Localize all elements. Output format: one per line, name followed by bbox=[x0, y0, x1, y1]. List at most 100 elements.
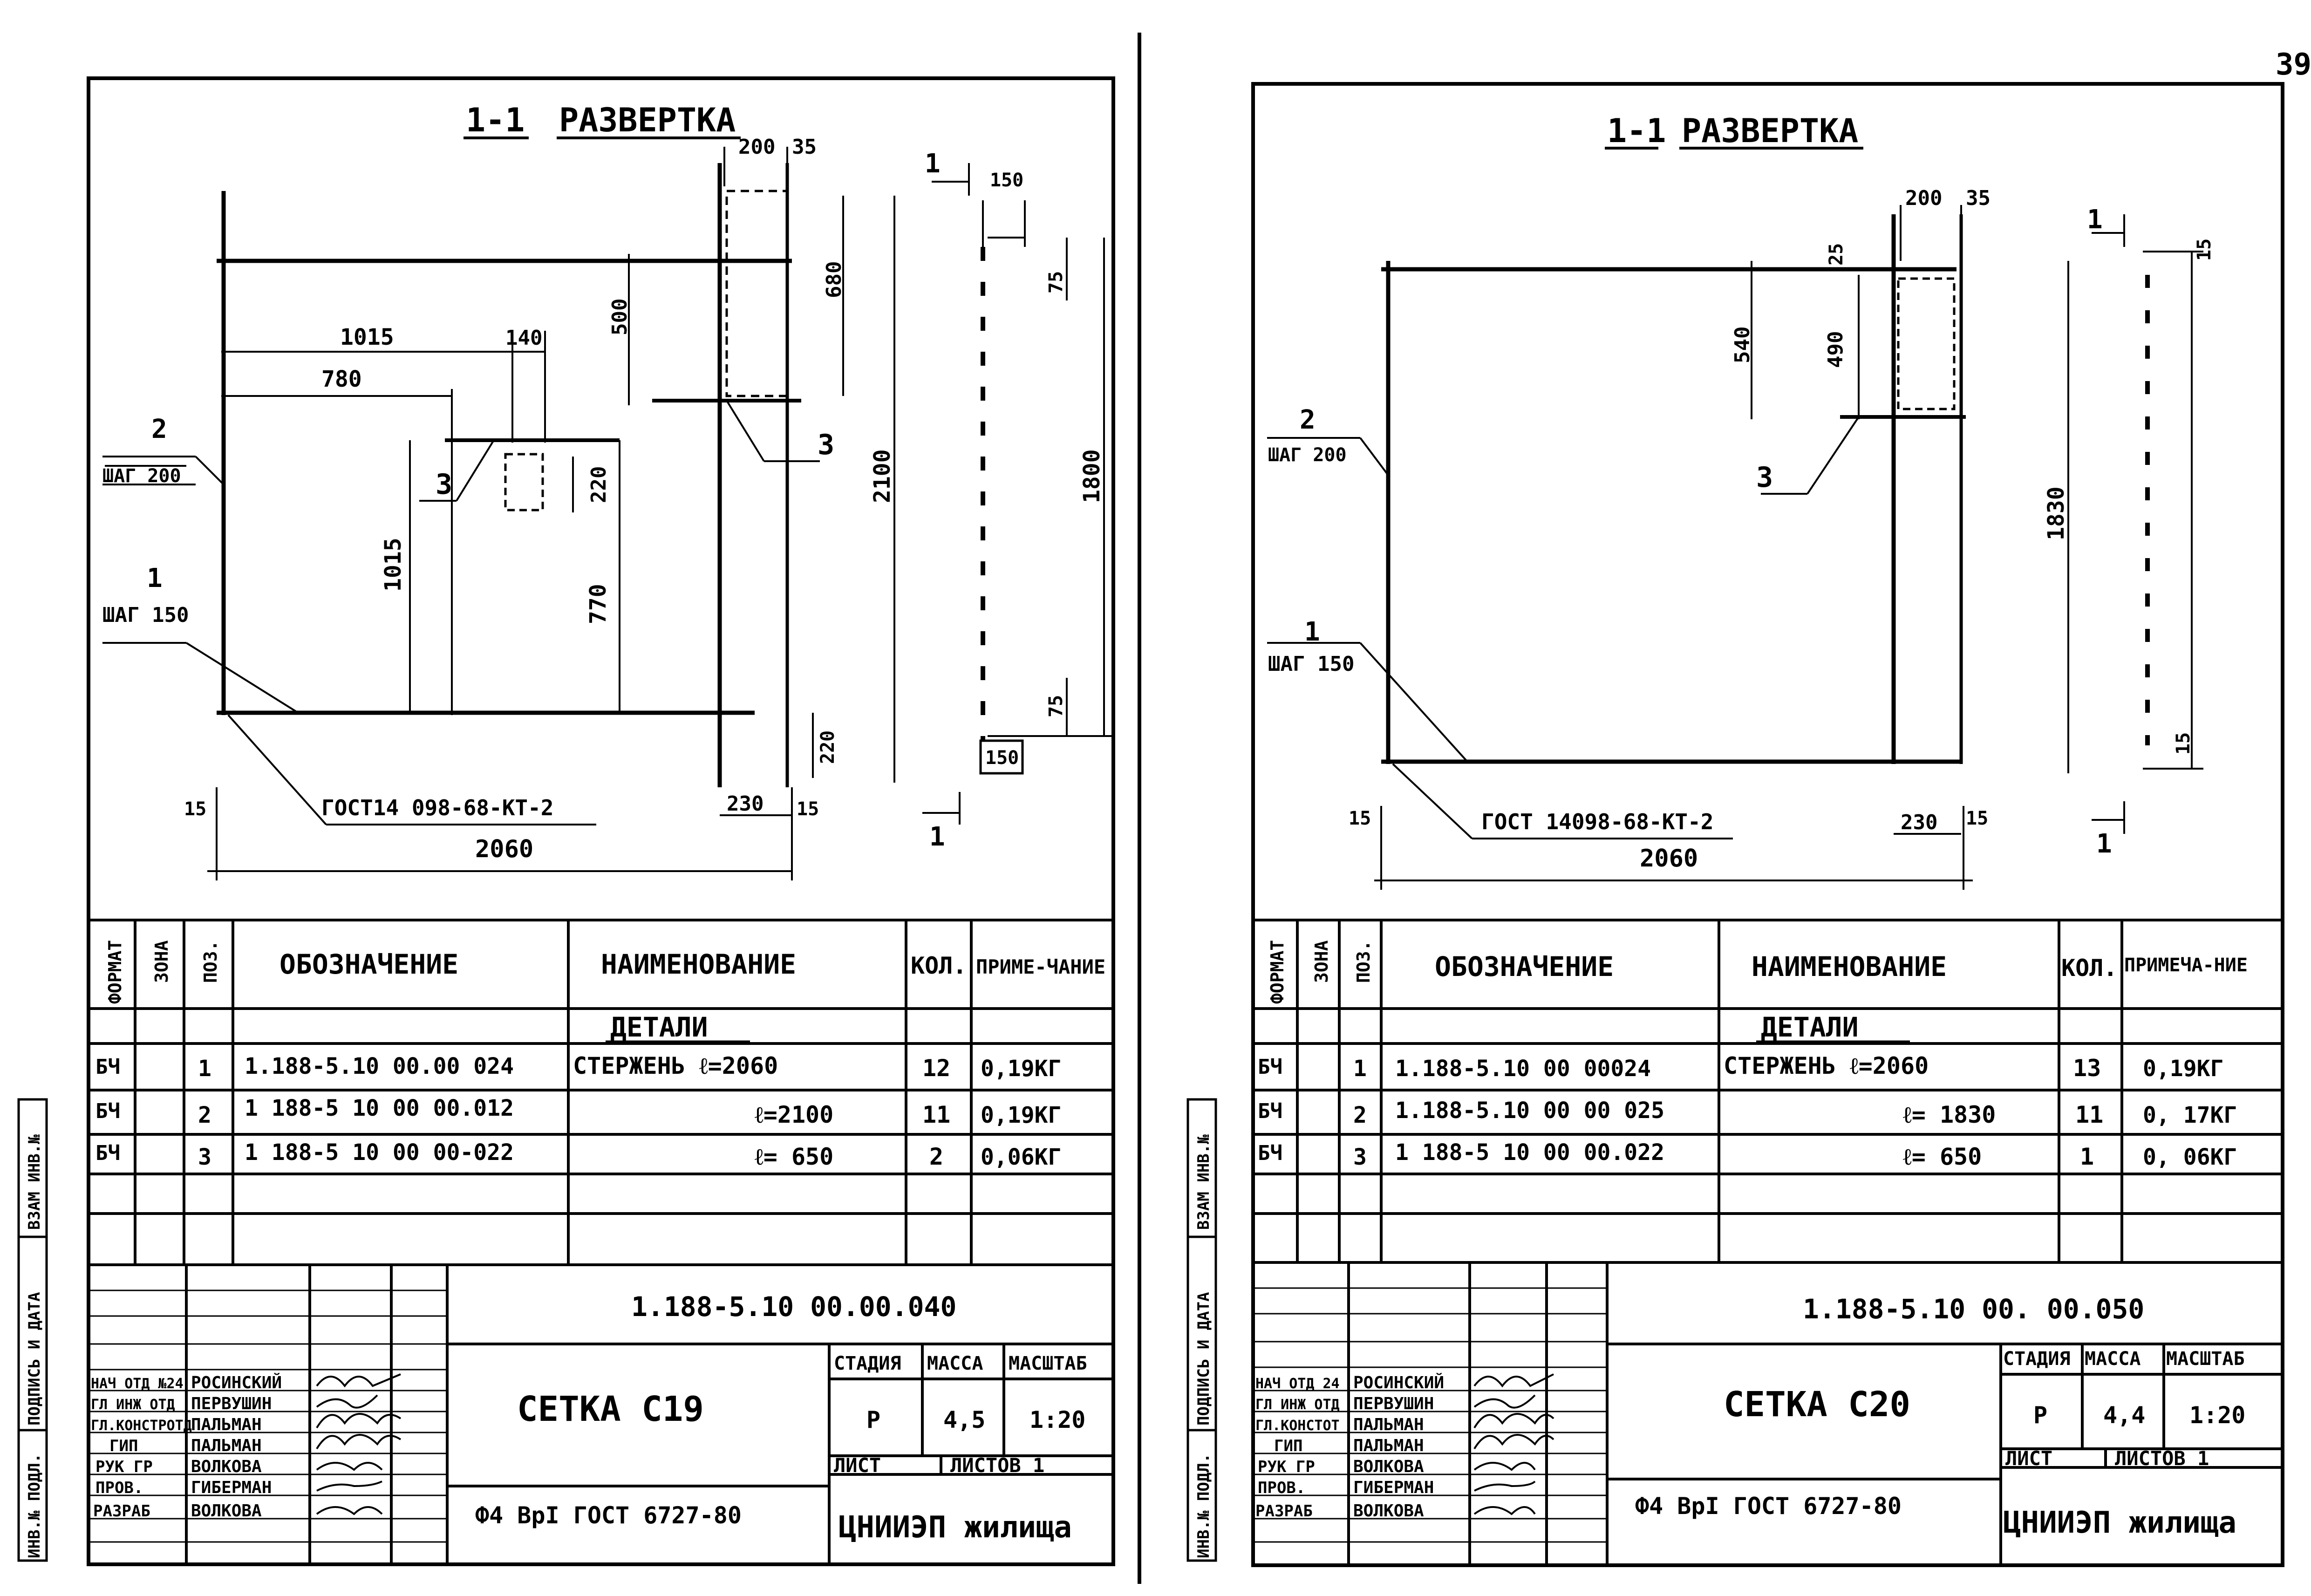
col-header-zone: ЗОНА bbox=[1311, 940, 1332, 983]
col-header-name: НАИМЕНОВАНИЕ bbox=[1752, 951, 1947, 982]
row-name: ℓ= 650 bbox=[1903, 1143, 1982, 1170]
side-label-inv-orig: ИНВ.№ ПОДЛ. bbox=[25, 1453, 44, 1558]
col-header-pos: ПОЗ. bbox=[200, 940, 221, 983]
col-header-designation: ОБОЗНАЧЕНИЕ bbox=[280, 948, 458, 980]
scale-label: МАСШТАБ bbox=[2166, 1348, 2245, 1370]
row-note: 0,19КГ bbox=[2143, 1056, 2223, 1082]
col-header-format: ФОРМАТ bbox=[1267, 940, 1288, 1004]
dim-text: 15 bbox=[184, 798, 206, 820]
callout-step: ШАГ 150 bbox=[102, 603, 189, 627]
col-header-note: ПРИМЕЧА-НИЕ bbox=[2124, 955, 2248, 976]
cut-mark: 1 bbox=[2087, 205, 2103, 235]
material-spec: Ф4 ВрI ГОСТ 6727-80 bbox=[1635, 1493, 1902, 1520]
dim-text: 230 bbox=[727, 792, 764, 816]
person: ПАЛЬМАН bbox=[1353, 1415, 1424, 1434]
organization: ЦНИИЭП жилища bbox=[839, 1510, 1072, 1545]
row-note: 0, 06КГ bbox=[2143, 1144, 2237, 1170]
sheet-left: 1-1 РАЗВЕРТКА bbox=[17, 76, 1115, 1566]
row-name: ℓ= 650 bbox=[755, 1143, 833, 1170]
col-header-format: ФОРМАТ bbox=[105, 940, 125, 1004]
col-header-note: ПРИМЕ-ЧАНИЕ bbox=[976, 955, 1105, 978]
dim-text: 1015 bbox=[340, 324, 394, 350]
person: ПАЛЬМАН bbox=[191, 1415, 262, 1434]
person: ПАЛЬМАН bbox=[1353, 1436, 1424, 1455]
role: ПРОВ. bbox=[95, 1479, 143, 1497]
row-name: СТЕРЖЕНЬ ℓ=2060 bbox=[573, 1052, 778, 1079]
signatures bbox=[316, 1373, 402, 1515]
col-header-name: НАИМЕНОВАНИЕ bbox=[601, 948, 796, 980]
dim-text: 2060 bbox=[475, 835, 533, 863]
col-header-qty: КОЛ. bbox=[2061, 955, 2117, 982]
doc-title: СЕТКА С20 bbox=[1724, 1385, 1910, 1425]
organization: ЦНИИЭП жилища bbox=[2003, 1506, 2236, 1540]
row-qty: 13 bbox=[2073, 1055, 2101, 1082]
side-label-inv-vzam: ВЗАМ ИНВ.№ bbox=[1194, 1134, 1213, 1230]
dim-text: 150 bbox=[990, 170, 1023, 191]
row-name: СТЕРЖЕНЬ ℓ=2060 bbox=[1724, 1052, 1929, 1079]
dim-text: 15 bbox=[1966, 808, 1988, 829]
stage-label: СТАДИЯ bbox=[2003, 1348, 2071, 1370]
dim-text: 200 bbox=[1905, 186, 1942, 210]
weld-standard: ГОСТ14 098-68-КТ-2 bbox=[321, 795, 554, 820]
doc-code: 1.188-5.10 00.00.040 bbox=[631, 1291, 956, 1323]
role: ГЛ ИНЖ ОТД bbox=[91, 1397, 175, 1413]
row-qty: 1 bbox=[2080, 1143, 2094, 1170]
spec-section-details: ДЕТАЛИ bbox=[610, 1011, 708, 1043]
callout-position: 2 bbox=[151, 414, 167, 444]
spec-table: ФОРМАТ ЗОНА ПОЗ. ОБОЗНАЧЕНИЕ НАИМЕНОВАНИ… bbox=[89, 919, 1113, 1266]
dim-text: 500 bbox=[608, 299, 632, 335]
title-block: 1.188-5.10 00. 00.050 СЕТКА С20 Ф4 ВрI Г… bbox=[1253, 1261, 2283, 1565]
person: РОСИНСКИЙ bbox=[1353, 1373, 1444, 1392]
stage-label: СТАДИЯ bbox=[834, 1353, 901, 1374]
row-name: ℓ= 1830 bbox=[1903, 1101, 1996, 1128]
cut-mark: 1 bbox=[929, 822, 945, 852]
row-note: 0, 17КГ bbox=[2143, 1102, 2237, 1128]
section-title: РАЗВЕРТКА bbox=[559, 101, 736, 139]
role: РУК ГР bbox=[95, 1458, 153, 1476]
callout-step: ШАГ 200 bbox=[1268, 444, 1347, 466]
callout-position: 1 bbox=[147, 563, 163, 593]
mass-label: МАССА bbox=[927, 1353, 983, 1374]
dim-text: 1830 bbox=[2043, 486, 2069, 540]
dim-text: 150 bbox=[985, 747, 1019, 769]
sheet-label: ЛИСТ bbox=[2005, 1447, 2052, 1470]
row-pos: 1 bbox=[1353, 1056, 1367, 1082]
dim-text: 25 bbox=[1826, 243, 1847, 266]
row-format: БЧ bbox=[95, 1055, 120, 1079]
mass-value: 4,5 bbox=[943, 1406, 985, 1433]
role: НАЧ ОТД 24 bbox=[1255, 1376, 1340, 1392]
side-label-inv-vzam: ВЗАМ ИНВ.№ bbox=[25, 1134, 44, 1230]
section-title: РАЗВЕРТКА bbox=[1682, 112, 1858, 150]
col-header-designation: ОБОЗНАЧЕНИЕ bbox=[1435, 951, 1614, 982]
dim-text: 770 bbox=[585, 584, 611, 624]
spec-table: ФОРМАТ ЗОНА ПОЗ. ОБОЗНАЧЕНИЕ НАИМЕНОВАНИ… bbox=[1253, 919, 2283, 1264]
section-label: 1-1 bbox=[1607, 112, 1666, 150]
role: НАЧ ОТД №24 bbox=[91, 1376, 184, 1392]
sheets-count: ЛИСТОВ 1 bbox=[950, 1454, 1044, 1477]
sheet-frame bbox=[1251, 82, 2284, 1567]
scale-value: 1:20 bbox=[1029, 1406, 1085, 1433]
dim-text: 680 bbox=[822, 261, 846, 298]
role: РАЗРАБ bbox=[93, 1502, 150, 1521]
side-label-signature: ПОДПИСЬ И ДАТА bbox=[1194, 1292, 1213, 1425]
dim-text: 15 bbox=[797, 798, 819, 820]
side-margin: ВЗАМ ИНВ.№ ПОДПИСЬ И ДАТА ИНВ.№ ПОДЛ. bbox=[17, 1098, 48, 1562]
row-format: БЧ bbox=[1258, 1141, 1282, 1165]
row-designation: 1.188-5.10 00 00024 bbox=[1395, 1056, 1651, 1082]
sheet-label: ЛИСТ bbox=[834, 1454, 881, 1477]
role: ГЛ.КОНСТРОТД bbox=[91, 1418, 192, 1434]
person: ВОЛКОВА bbox=[191, 1501, 262, 1521]
mesh-drawing bbox=[1381, 214, 1966, 764]
dim-text: 540 bbox=[1731, 327, 1754, 363]
material-spec: Ф4 ВрI ГОСТ 6727-80 bbox=[475, 1502, 742, 1529]
dim-text: 2100 bbox=[869, 449, 895, 503]
dim-text: 1015 bbox=[380, 538, 406, 592]
doc-code: 1.188-5.10 00. 00.050 bbox=[1803, 1293, 2144, 1325]
row-pos: 2 bbox=[198, 1102, 211, 1128]
row-format: БЧ bbox=[1258, 1055, 1282, 1079]
role: ГЛ.КОНСТОТ bbox=[1255, 1418, 1340, 1434]
dim-text: 780 bbox=[321, 366, 362, 392]
dim-text: 15 bbox=[1349, 808, 1371, 829]
row-qty: 11 bbox=[922, 1101, 950, 1128]
